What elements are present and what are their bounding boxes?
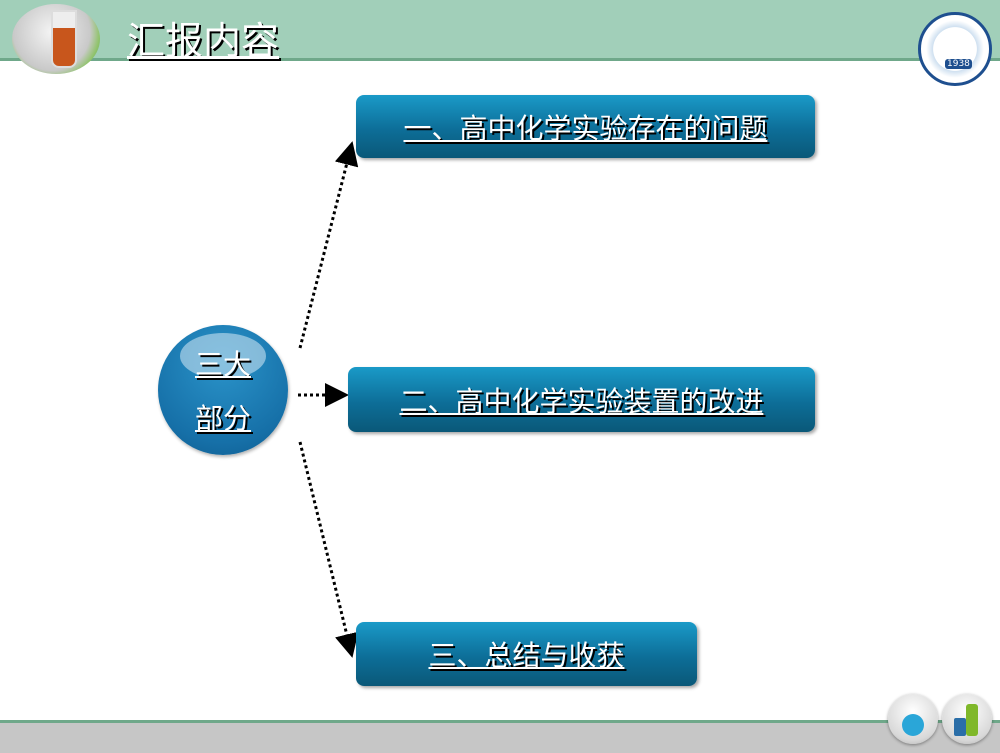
item-2-link[interactable]: 二、高中化学实验装置的改进 — [348, 367, 815, 432]
flask-icon[interactable] — [888, 694, 938, 744]
center-node: 三大 部分 — [158, 325, 288, 455]
header-band — [0, 0, 1000, 61]
item-3-link[interactable]: 三、总结与收获 — [356, 622, 697, 686]
page-title: 汇报内容 — [127, 19, 280, 63]
university-logo: 1938 — [918, 12, 992, 86]
arrow-to-item-1 — [298, 141, 359, 349]
item-1-link[interactable]: 一、高中化学实验存在的问题 — [356, 95, 815, 158]
test-tube-icon — [12, 4, 100, 74]
arrow-to-item-3 — [298, 441, 359, 658]
bottles-icon[interactable] — [942, 694, 992, 744]
footer-band — [0, 720, 1000, 753]
